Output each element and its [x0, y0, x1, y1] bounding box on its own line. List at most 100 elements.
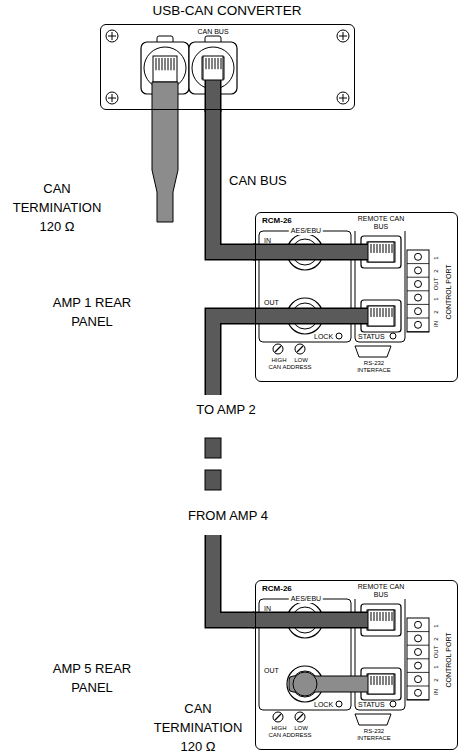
plug-contact: [371, 676, 372, 685]
cable-body: [213, 316, 381, 395]
plug-contact: [174, 58, 175, 70]
plug-contact: [383, 308, 384, 317]
panel-label: LOW: [294, 725, 308, 732]
rotary-switch: [273, 712, 283, 722]
rj45-socket: [367, 610, 395, 630]
panel-label: CAN BUS: [197, 28, 228, 36]
plug-contact: [386, 612, 387, 621]
panel-label: CAN ADDRESS: [268, 364, 311, 371]
led: [390, 701, 396, 707]
rotary-switch: [273, 344, 283, 354]
terminal-screw: [415, 662, 422, 669]
plug-contact: [380, 308, 381, 317]
panel-label: 1: [433, 624, 439, 627]
plug-contact: [377, 244, 378, 253]
switch-slot: [297, 714, 303, 720]
terminal-divider: [407, 658, 429, 659]
led: [336, 333, 342, 339]
terminal-screw: [415, 267, 422, 274]
rotary-switch: [295, 712, 305, 722]
terminal-screw: [415, 676, 422, 683]
panel-label: OUT: [264, 667, 279, 675]
panel-label: CONTROL PORT: [445, 264, 452, 319]
panel-label: REMOTE CAN BUS: [351, 583, 411, 599]
screw: [337, 30, 349, 42]
screw: [106, 30, 118, 42]
cable-body: [213, 535, 254, 620]
panel-label: 2: [433, 678, 439, 681]
rear-panel: RCM-26AES/EBUINOUTLOCKREMOTE CAN BUSSTAT…: [255, 212, 458, 382]
screw: [106, 92, 118, 104]
screw: [337, 92, 349, 104]
rj45-plug: [203, 56, 223, 80]
cable-body: [253, 613, 381, 627]
cable: [253, 620, 381, 621]
plug-contact: [218, 58, 219, 69]
terminal-divider: [407, 290, 429, 291]
panel-label: 2: [433, 310, 439, 313]
callout-label: CAN TERMINATION 120 Ω: [148, 700, 248, 753]
rj45-socket: [367, 242, 395, 262]
panel-label: 2: [433, 269, 439, 272]
termination-plug-cap: [293, 672, 317, 696]
node-title: USB-CAN CONVERTER: [152, 3, 301, 19]
panel-label: IN: [433, 689, 439, 695]
panel-label: IN: [264, 237, 271, 245]
plug-contact: [389, 308, 390, 317]
plug-contact: [374, 308, 375, 317]
db9-connector: [355, 346, 391, 357]
cable-outline: [213, 316, 381, 395]
panel-label: RS-232 INTERFACE: [352, 728, 396, 742]
panel-label: CONTROL PORT: [445, 632, 452, 687]
terminal-divider: [407, 331, 429, 332]
rj45-plug: [153, 56, 177, 82]
plug-contact: [392, 244, 393, 253]
cable-outline: [253, 612, 381, 629]
screw-slot: [339, 32, 347, 40]
plug-contact: [212, 58, 213, 69]
panel-label: 1: [433, 665, 439, 668]
screw-slot: [339, 94, 347, 102]
callout-label: AMP 5 REAR PANEL: [42, 660, 142, 698]
panel-label: LOCK: [314, 333, 333, 341]
terminal-divider: [407, 699, 429, 700]
db9-connector: [355, 714, 391, 725]
plug-contact: [206, 58, 207, 69]
led: [390, 333, 396, 339]
terminal-screw: [415, 294, 422, 301]
panel-label: HIGH: [272, 357, 287, 364]
switch-slot: [275, 346, 281, 352]
converter-panel: USB-CAN CONVERTERCAN BUS: [100, 24, 355, 110]
plug-contact: [386, 308, 387, 317]
termination-plug: [152, 82, 178, 222]
terminal-divider: [407, 672, 429, 673]
plug-contact: [168, 58, 169, 70]
plug-contact: [377, 676, 378, 685]
plug-contact: [389, 244, 390, 253]
terminal-screw: [415, 689, 422, 696]
cable-outline: [253, 244, 381, 261]
terminal-screw: [415, 253, 422, 260]
continuation-mark: [205, 438, 221, 458]
cable-body: [253, 245, 381, 259]
panel-label: IN: [433, 321, 439, 327]
plug-contact: [371, 244, 372, 253]
cable-outline: [213, 535, 254, 620]
terminal-screw: [415, 281, 422, 288]
plug-contact: [380, 612, 381, 621]
plug-contact: [386, 244, 387, 253]
terminal-divider: [407, 645, 429, 646]
terminal-screw: [415, 635, 422, 642]
panel-label: LOCK: [314, 701, 333, 709]
panel-label: 2: [433, 637, 439, 640]
plug-contact: [371, 308, 372, 317]
group-outline: [355, 226, 405, 342]
panel-label: OUT: [433, 646, 439, 659]
terminal-divider: [407, 686, 429, 687]
edge-label: CAN BUS: [229, 172, 287, 191]
callout-label: FROM AMP 4: [158, 507, 298, 526]
panel-label: AES/EBU: [289, 227, 323, 235]
